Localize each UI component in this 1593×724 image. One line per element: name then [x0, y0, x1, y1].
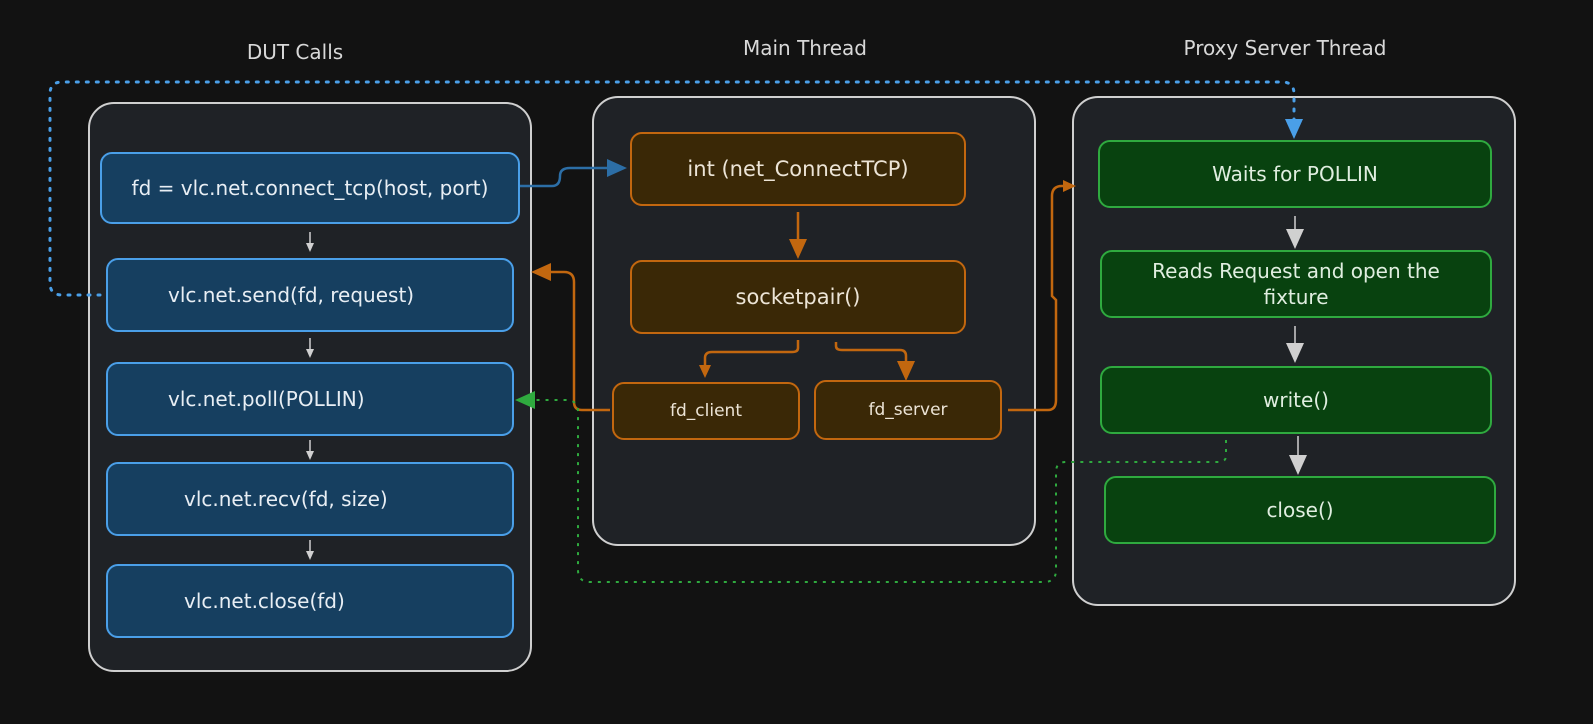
- write-node: write(): [1100, 366, 1492, 434]
- connect-tcp-call: fd = vlc.net.connect_tcp(host, port): [100, 152, 520, 224]
- send-call: vlc.net.send(fd, request): [106, 258, 514, 332]
- proxy-server-thread-title: Proxy Server Thread: [1183, 36, 1387, 60]
- fd-server-node: fd_server: [814, 380, 1002, 440]
- reads-request-node: Reads Request and open the fixture: [1100, 250, 1492, 318]
- recv-call: vlc.net.recv(fd, size): [106, 462, 514, 536]
- main-thread-title: Main Thread: [742, 36, 868, 60]
- close-node: close(): [1104, 476, 1496, 544]
- dut-calls-title: DUT Calls: [246, 40, 344, 64]
- waits-for-pollin-node: Waits for POLLIN: [1098, 140, 1492, 208]
- socketpair-node: socketpair(): [630, 260, 966, 334]
- net-connect-tcp-node: int (net_ConnectTCP): [630, 132, 966, 206]
- fd-client-node: fd_client: [612, 382, 800, 440]
- poll-call: vlc.net.poll(POLLIN): [106, 362, 514, 436]
- close-call: vlc.net.close(fd): [106, 564, 514, 638]
